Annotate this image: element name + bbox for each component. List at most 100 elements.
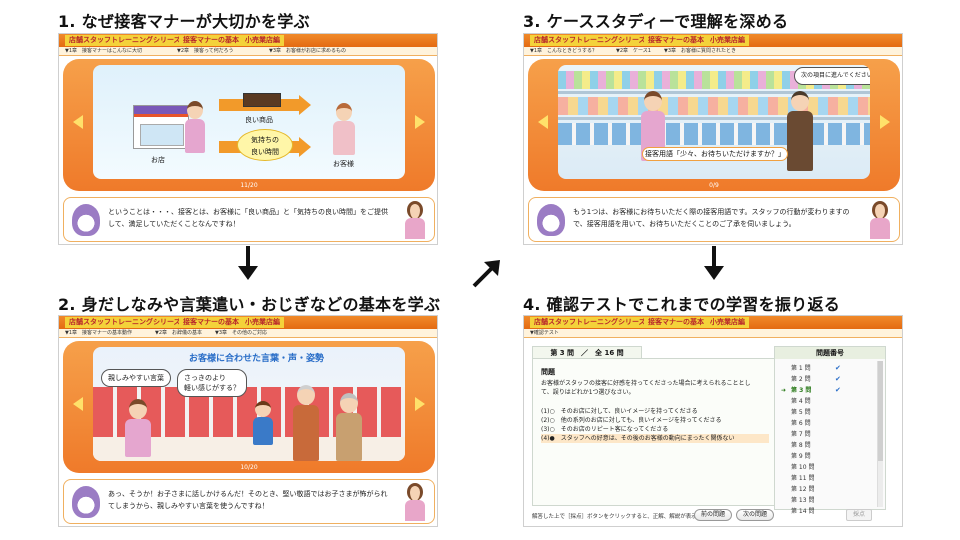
- mascot-icon: [72, 204, 100, 236]
- index-scrollbar[interactable]: [877, 361, 883, 507]
- check-icon: ✔: [835, 386, 841, 394]
- bubble-line-2: 軽い感じがする？: [184, 384, 240, 392]
- course-subtitle: 接客マナーの基本: [644, 317, 708, 328]
- bento-icon: [243, 93, 281, 107]
- next-slide-arrow[interactable]: [880, 115, 890, 129]
- dialog-text: もう1つは、お客様にお待ちいただく際の接客用語です。スタッフの行動が変わりますの…: [573, 208, 850, 228]
- store-illustration: [133, 105, 189, 149]
- question-index-item[interactable]: 第 6 問: [791, 420, 811, 427]
- screenshot-panel-3: 店舗スタッフトレーニングシリーズ 接客マナーの基本 小売業店編 ▼1章 こんなと…: [523, 33, 903, 245]
- step-3-title: 3. ケーススタディーで理解を深める: [523, 12, 789, 31]
- chapter-link-2[interactable]: ▼2章 接客って何だろう: [177, 48, 234, 54]
- chapter-link-1[interactable]: ▼1章 接客マナーの基本動作: [65, 330, 133, 336]
- test-link[interactable]: ▼確認テスト: [530, 330, 559, 336]
- choice-2[interactable]: (2)○ 他の系列のお店に対しても、良いイメージを持ってくださる: [541, 417, 722, 424]
- course-title-bar: 店舗スタッフトレーニングシリーズ 接客マナーの基本 小売業店編: [524, 316, 902, 329]
- step-2-title: 2. 身だしなみや言葉遣い・おじぎなどの基本を学ぶ: [58, 295, 441, 314]
- question-index-item[interactable]: 第 9 問: [791, 453, 811, 460]
- choice-4[interactable]: (4)● スタッフへの好意は、その後のお客様の動向にまったく関係ない: [541, 434, 769, 443]
- chapter-link-3[interactable]: ▼3章 その他のご対応: [215, 330, 268, 336]
- child-figure: [251, 401, 275, 457]
- slide-illustration: お店 良い商品 気持ちの 良い時間 お客様: [93, 65, 405, 179]
- question-index-item-current[interactable]: ➜第 3 問✔: [781, 386, 841, 394]
- slide-pager: 0/9: [709, 182, 719, 189]
- staff-figure: [123, 399, 153, 459]
- course-series-title: 店舗スタッフトレーニングシリーズ: [530, 35, 650, 46]
- question-title: 問題: [541, 368, 555, 376]
- question-box: 問題 お客様がスタッフの接客に好感を持ってくださった場合に考えられることとして、…: [532, 358, 776, 506]
- course-title-bar: 店舗スタッフトレーニングシリーズ 接客マナーの基本 小売業店編: [524, 34, 902, 47]
- mascot-icon: [537, 204, 565, 236]
- prev-slide-arrow[interactable]: [538, 115, 548, 129]
- good-time-line-1: 気持ちの: [251, 136, 279, 144]
- chapter-link-2[interactable]: ▼2章 お辞儀の基本: [155, 330, 203, 336]
- question-index-item[interactable]: 第 13 問: [791, 497, 815, 504]
- slide-illustration: お客様に合わせた言葉・声・姿勢 親しみやすい言葉 さっきのより 軽い感じがする？: [93, 347, 405, 461]
- check-icon: ✔: [835, 375, 841, 383]
- question-index-item[interactable]: 第 12 問: [791, 486, 815, 493]
- question-text: お客様がスタッフの接客に好感を持ってくださった場合に考えられることとして、誤りは…: [541, 380, 751, 396]
- question-index-item[interactable]: 第 10 問: [791, 464, 815, 471]
- dialog-box: ということは・・・、接客とは、お客様に「良い商品」と「気持ちの良い時間」をご提供…: [63, 197, 435, 242]
- question-index-item[interactable]: 第 7 問: [791, 431, 811, 438]
- speech-bubble-question: さっきのより 軽い感じがする？: [177, 369, 247, 397]
- chapter-link-1[interactable]: ▼1章 接客マナーはこんなに大切: [65, 48, 143, 54]
- course-subtitle: 接客マナーの基本: [179, 317, 243, 328]
- step-1-title: 1. なぜ接客マナーが大切かを学ぶ: [58, 12, 310, 31]
- question-panel: 第 3 問 ／ 全 16 問 問題 お客様がスタッフの接客に好感を持ってくださっ…: [532, 346, 776, 506]
- prev-slide-arrow[interactable]: [73, 115, 83, 129]
- customer-label: お客様: [333, 160, 354, 168]
- mascot-icon: [72, 486, 100, 518]
- shelf-middle: [558, 97, 870, 115]
- chapter-link-3[interactable]: ▼3章 お客様がお店に求めるもの: [269, 48, 347, 54]
- next-slide-arrow[interactable]: [415, 397, 425, 411]
- slide-pager: 11/20: [240, 182, 258, 189]
- down-arrow-icon: [704, 246, 724, 280]
- question-index-item[interactable]: 第 4 問: [791, 398, 811, 405]
- chapter-link-1[interactable]: ▼1章 こんなときどうする？: [530, 48, 598, 54]
- chapter-nav: ▼確認テスト: [524, 329, 902, 338]
- course-subtitle: 接客マナーの基本: [179, 35, 243, 46]
- staff-figure: [183, 101, 207, 155]
- choice-list: (1)○ そのお店に対して、良いイメージを持ってくださる (2)○ 他の系列のお…: [541, 407, 769, 443]
- prev-question-button[interactable]: 前の問題: [694, 509, 733, 521]
- prev-slide-arrow[interactable]: [73, 397, 83, 411]
- course-tag: 小売業店編: [706, 35, 749, 46]
- course-subtitle: 接客マナーの基本: [644, 35, 708, 46]
- course-series-title: 店舗スタッフトレーニングシリーズ: [65, 317, 185, 328]
- scrollbar-thumb[interactable]: [878, 361, 883, 461]
- course-title-bar: 店舗スタッフトレーニングシリーズ 接客マナーの基本 小売業店編: [59, 34, 437, 47]
- question-index-item[interactable]: 第 1 問✔: [791, 364, 841, 372]
- screenshot-panel-1: 店舗スタッフトレーニングシリーズ 接客マナーの基本 小売業店編 ▼1章 接客マナ…: [58, 33, 438, 245]
- next-slide-arrow[interactable]: [415, 115, 425, 129]
- choice-3[interactable]: (3)○ そのお店のリピート客になってくださる: [541, 426, 669, 433]
- chapter-nav: ▼1章 接客マナーはこんなに大切 ▼2章 接客って何だろう ▼3章 お客様がお店…: [59, 47, 437, 56]
- bubble-line-1: さっきのより: [184, 374, 226, 382]
- choice-1[interactable]: (1)○ そのお店に対して、良いイメージを持ってくださる: [541, 408, 698, 415]
- chapter-link-2[interactable]: ▼2章 ケース1: [616, 48, 651, 54]
- question-index-item[interactable]: 第 5 問: [791, 409, 811, 416]
- question-index-header: 問題番号: [775, 347, 885, 359]
- slide-stage: 次の項目に進んでください 接客用語「少々、お待ちいただけますか？」 0/9: [528, 59, 900, 191]
- chapter-link-3[interactable]: ▼3章 お客様に質問されたとき: [664, 48, 737, 54]
- scoring-note: 解答した上で［採点］ボタンをクリックすると、正解、解説が表示されます。: [532, 514, 724, 520]
- screenshot-panel-4: 店舗スタッフトレーニングシリーズ 接客マナーの基本 小売業店編 ▼確認テスト 第…: [523, 315, 903, 527]
- question-index-item[interactable]: 第 2 問✔: [791, 375, 841, 383]
- question-index-item[interactable]: 第 11 問: [791, 475, 815, 482]
- slide-illustration: 次の項目に進んでください 接客用語「少々、お待ちいただけますか？」: [558, 65, 870, 179]
- next-question-button[interactable]: 次の問題: [736, 509, 775, 521]
- screenshot-panel-2: 店舗スタッフトレーニングシリーズ 接客マナーの基本 小売業店編 ▼1章 接客マナ…: [58, 315, 438, 527]
- question-index-item[interactable]: 第 8 問: [791, 442, 811, 449]
- score-button[interactable]: 採点: [846, 509, 873, 521]
- step-4-title: 4. 確認テストでこれまでの学習を振り返る: [523, 295, 841, 314]
- course-tag: 小売業店編: [241, 35, 284, 46]
- slide-stage: お店 良い商品 気持ちの 良い時間 お客様: [63, 59, 435, 191]
- dialog-text: あっ、そうか！お子さまに話しかけるんだ！そのとき、堅い敬語ではお子さまが怖がられ…: [108, 490, 388, 510]
- instruction-button[interactable]: 次の項目に進んでください: [794, 67, 870, 85]
- caption-box: 接客用語「少々、お待ちいただけますか？」: [642, 147, 788, 161]
- question-index-list: 第 1 問✔ 第 2 問✔ ➜第 3 問✔ 第 4 問 第 5 問 第 6 問 …: [781, 363, 879, 517]
- question-index-item[interactable]: 第 14 問: [791, 508, 815, 515]
- customer-figure: [331, 103, 357, 157]
- dialog-box: あっ、そうか！お子さまに話しかけるんだ！そのとき、堅い敬語ではお子さまが怖がられ…: [63, 479, 435, 524]
- dialog-box: もう1つは、お客様にお待ちいただく際の接客用語です。スタッフの行動が変わりますの…: [528, 197, 900, 242]
